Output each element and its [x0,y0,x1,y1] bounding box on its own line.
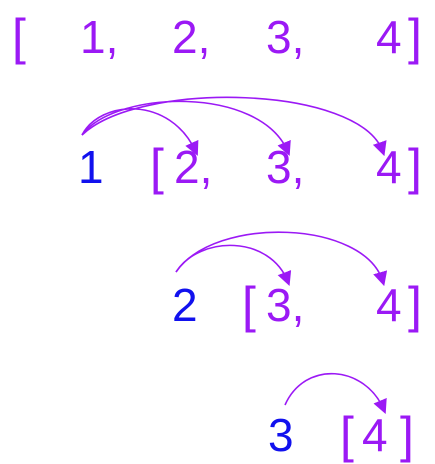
pivot-element: 2 [172,279,198,331]
list-item-3: 3, [266,11,305,63]
list-item-3: 3, [266,279,305,331]
open-bracket: [ [12,9,26,65]
pivot-element: 1 [78,141,104,193]
arrow-1-to-3 [81,100,291,156]
open-bracket: [ [150,139,164,195]
pivot-element: 3 [268,409,294,461]
close-bracket: ] [408,9,422,65]
list-item-4: 4 [362,409,388,461]
open-bracket: [ [340,407,354,463]
list-item-4: 4 [376,279,402,331]
close-bracket: ] [400,407,414,463]
arrow-2-to-4 [175,231,388,287]
arrow-2-to-3 [175,244,292,287]
arrow-1-to-2 [81,108,199,156]
arrow-1-to-4 [81,96,387,157]
close-bracket: ] [408,277,422,333]
list-item-4: 4 [376,11,402,63]
close-bracket: ] [408,139,422,195]
list-item-1: 1, [80,11,119,63]
open-bracket: [ [242,277,256,333]
list-item-2: 2, [172,11,211,63]
arrow-3-to-4 [284,372,387,414]
